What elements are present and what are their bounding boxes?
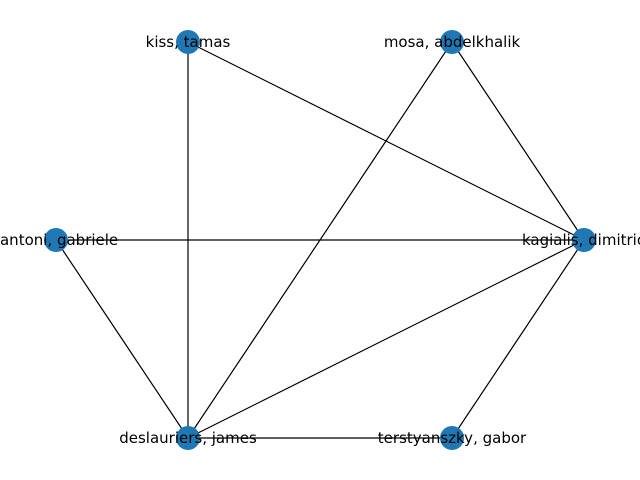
node-mosa — [440, 30, 464, 54]
nodes-layer — [44, 30, 596, 450]
node-deslauriers — [176, 426, 200, 450]
node-label-terstyanszky: terstyanszky, gabor — [378, 429, 527, 447]
edge-kagialis-deslauriers — [187, 239, 585, 439]
node-label-mosa: mosa, abdelkhalik — [384, 33, 521, 51]
labels-layer: kiss, tamas mosa, abdelkhalik rantoni, gab… — [0, 33, 640, 447]
node-label-rantoni: rantoni, gabriele — [0, 231, 118, 249]
node-rantoni — [44, 228, 68, 252]
edge-kagialis-terstyanszky — [451, 239, 585, 439]
edge-mosa-kagialis — [451, 41, 585, 241]
node-kagialis — [572, 228, 596, 252]
node-label-kiss: kiss, tamas — [146, 33, 231, 51]
node-kiss — [176, 30, 200, 54]
node-label-kagialis: kagialis, dimitrio — [522, 231, 640, 249]
node-terstyanszky — [440, 426, 464, 450]
edge-rantoni-deslauriers — [55, 239, 189, 439]
edges-layer — [55, 41, 585, 439]
node-label-deslauriers: deslauriers, james — [119, 429, 257, 447]
